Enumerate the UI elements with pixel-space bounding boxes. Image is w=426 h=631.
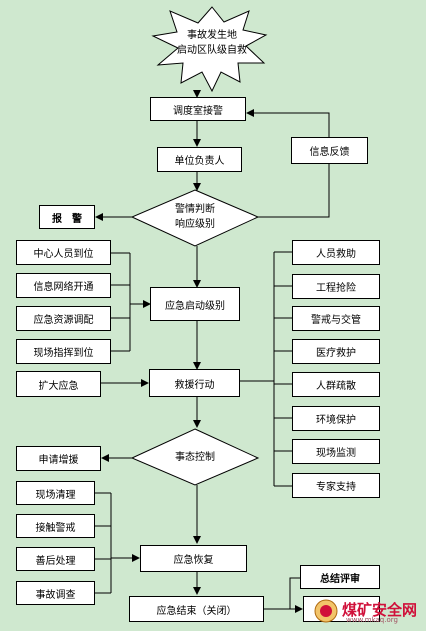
- action-environment: 环境保护: [292, 406, 380, 431]
- start-line-1: 事故发生地: [187, 30, 237, 41]
- site-cleanup-node: 现场清理: [16, 481, 95, 505]
- action-cordon-traffic: 警戒与交管: [292, 306, 380, 331]
- resource-dispatch-node: 应急资源调配: [16, 306, 111, 331]
- summary-node: 总结评审: [300, 565, 380, 589]
- action-expert: 专家支持: [292, 473, 380, 498]
- center-staff-node: 中心人员到位: [16, 240, 111, 265]
- end-node: 应急结束（关闭）: [129, 596, 264, 622]
- info-network-node: 信息网络开通: [16, 273, 111, 298]
- request-support-node: 申请增援: [16, 446, 101, 471]
- control-text: 事态控制: [175, 452, 215, 463]
- watermark-text: 煤矿安全网: [342, 601, 418, 619]
- investigation-node: 事故调查: [16, 581, 95, 605]
- action-personnel-rescue: 人员救助: [292, 240, 380, 265]
- action-medical: 医疗救护: [292, 339, 380, 364]
- lift-alert-node: 接触警戒: [16, 514, 95, 538]
- unit-head-node: 单位负责人: [157, 147, 242, 172]
- info-feedback-node: 信息反馈: [291, 137, 368, 164]
- rescue-action-node: 救援行动: [149, 369, 240, 397]
- onsite-command-node: 现场指挥到位: [16, 339, 111, 364]
- start-line-2: 启动区队级自救: [177, 45, 247, 56]
- control-diamond: [130, 428, 260, 486]
- dispatch-node: 调度室接警: [150, 97, 246, 121]
- action-monitoring: 现场监测: [292, 439, 380, 464]
- watermark-logo: 煤矿安全网 www.mkaq.org: [312, 597, 420, 627]
- action-evacuation: 人群疏散: [292, 372, 380, 397]
- recovery-node: 应急恢复: [140, 545, 247, 572]
- start-text: 事故发生地 启动区队级自救: [172, 28, 252, 58]
- judgment-text: 警情判断 响应级别: [162, 202, 228, 232]
- action-engineering: 工程抢险: [292, 274, 380, 299]
- judgment-line-1: 警情判断: [175, 204, 215, 215]
- report-node: 报 警: [39, 205, 95, 229]
- launch-level-node: 应急启动级别: [150, 287, 240, 321]
- watermark-url: www.mkaq.org: [346, 616, 398, 624]
- aftermath-node: 善后处理: [16, 547, 95, 571]
- expand-node: 扩大应急: [16, 371, 101, 397]
- seal-icon: [314, 599, 338, 623]
- start-starburst: [151, 6, 268, 93]
- judgment-diamond: [130, 189, 260, 247]
- judgment-line-2: 响应级别: [175, 219, 215, 230]
